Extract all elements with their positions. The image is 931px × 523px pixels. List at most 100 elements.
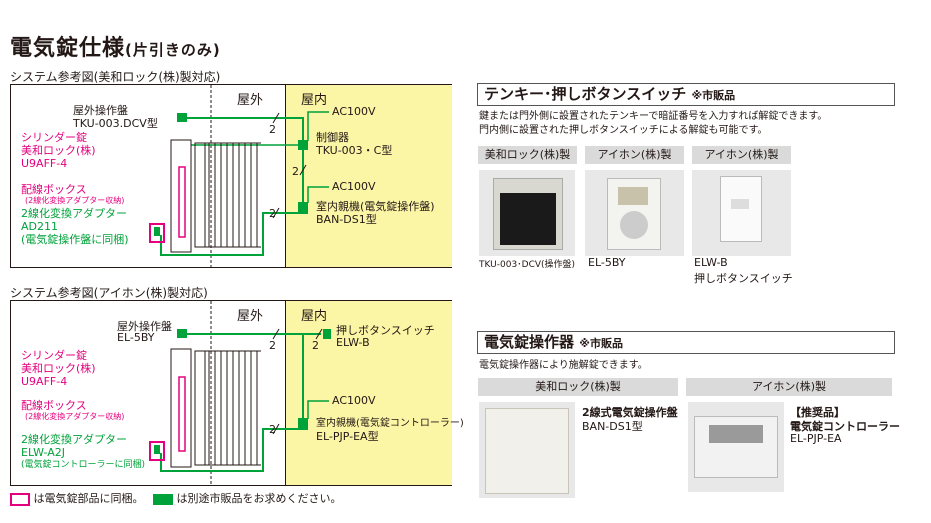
s2-photo-1 [479,402,575,498]
d1-ac1: AC100V [332,105,376,118]
section1-desc: 鍵または門外側に設置されたテンキーで暗証番号を入力すれば解錠できます。 門内側に… [479,110,827,138]
legend-green-swatch [153,493,173,505]
legend-pink-text: は電気錠部品に同梱。 [33,492,144,505]
d1-cylinder: シリンダー錠 美和ロック(株) U9AFF-4 [21,131,96,170]
d1-adapter-l3: (電気錠操作盤に同梱) [21,233,129,246]
d1-indoor-unit-l2: BAN-DS1型 [316,213,377,226]
d1-outdoor-panel-model: TKU-003.DCV型 [73,117,158,130]
section1-note: ※市販品 [691,89,736,102]
legend-pink-swatch [10,492,30,506]
s1-photo-3 [692,170,791,256]
s2-maker-2: アイホン(株)製 [686,378,892,396]
title-sub: (片引きのみ) [125,41,221,59]
s1-maker-2: アイホン(株)製 [585,146,684,164]
d1-cylinder-l3: U9AFF-4 [21,157,68,170]
page-title: 電気錠仕様(片引きのみ) [10,30,221,62]
d2-outdoor-panel-box [177,329,187,338]
d2-wire-count-3: 2 [269,423,276,436]
diagram1-lines [160,85,329,267]
d1-adapter-box [149,223,165,243]
el-pjp-device [694,416,778,478]
section1-desc-l1: 鍵または門外側に設置されたテンキーで暗証番号を入力すれば解錠できます。 [479,111,828,122]
diagram2-outdoor-label: 屋外 [237,309,264,324]
section2-desc: 電気錠操作器により施解錠できます。 [479,360,648,371]
diagram1-heading: システム参考図(美和ロック(株)製対応) [10,70,221,84]
d2-cylinder-l3: U9AFF-4 [21,375,68,388]
legend-green-text: は別途市販品をお求めください。 [176,492,342,505]
d2-cylinder-l1: シリンダー錠 [21,349,87,362]
s2-photo-2 [688,402,784,492]
diagram1-indoor-label: 屋内 [301,93,328,108]
diagram1: 屋外 屋内 屋外操作盤 TKU-003.DCV型 シリンダー錠 美和ロック(株)… [10,84,452,268]
diagram2-heading: システム参考図(アイホン(株)製対応) [10,286,208,300]
legend: は電気錠部品に同梱。 は別途市販品をお求めください。 [10,490,342,506]
elwb-device [720,176,762,242]
section1-heading: テンキー･押しボタンスイッチ ※市販品 [477,83,895,106]
d2-cylinder-l2: 美和ロック(株) [21,362,96,375]
d1-wire-count-2: 2 [292,165,299,178]
s2-caption-2b: 電気錠コントローラー [790,420,900,433]
s1-maker-1: 美和ロック(株)製 [478,146,577,164]
d1-wire-count-1: 2 [269,123,276,136]
section2-title: 電気錠操作器 [484,333,575,351]
d2-wire-count-2: 2 [312,339,319,352]
s1-photo-1 [479,170,575,256]
d2-wiring-note: (2線化変換アダプター収納) [25,412,125,421]
d2-switch-l2: ELW-B [336,336,370,349]
s1-maker-3: アイホン(株)製 [692,146,791,164]
s2-caption-2c: EL-PJP-EA [790,432,842,445]
d1-adapter: 2線化変換アダプター AD211 (電気錠操作盤に同梱) [21,207,129,246]
d2-adapter-box [149,441,165,461]
s1-caption-3a: ELW-B [694,256,728,269]
section2-heading: 電気錠操作器 ※市販品 [477,331,895,354]
section1-desc-l2: 門内側に設置された押しボタンスイッチによる解錠も可能です。 [479,125,768,136]
diagram2-indoor-area [285,301,452,485]
diagram2-indoor-label: 屋内 [301,309,328,324]
d2-switch-l1: 押しボタンスイッチ [336,324,435,337]
d1-adapter-l2: AD211 [21,220,58,233]
d2-switch-box [323,329,331,339]
d2-outdoor-panel-label: 屋外操作盤 [117,320,172,333]
diagram1-outdoor-label: 屋外 [237,93,264,108]
s1-caption-2: EL-5BY [588,256,626,269]
s1-photo-2 [585,170,684,256]
d1-outdoor-panel-label: 屋外操作盤 [73,104,128,117]
section1-title: テンキー･押しボタンスイッチ [484,85,687,103]
d2-adapter-l2: ELW-A2J [21,446,65,459]
d1-controller-l2: TKU-003・C型 [316,144,393,157]
d1-wiring-note: (2線化変換アダプター収納) [25,196,125,205]
d1-ac2: AC100V [332,180,376,193]
s1-caption-3b: 押しボタンスイッチ [694,272,793,285]
d1-controller-l1: 制御器 [316,131,349,144]
s2-maker-1: 美和ロック(株)製 [478,378,678,396]
d2-cylinder: シリンダー錠 美和ロック(株) U9AFF-4 [21,349,96,388]
d2-indoor-unit-box [298,418,308,430]
d2-indoor-unit-l1: 室内親機(電気錠コントローラー) [316,418,464,429]
d1-outdoor-panel-box [177,113,187,122]
diagram2-lines [160,301,329,485]
section2-note: ※市販品 [579,337,623,350]
d2-wire-count-1: 2 [269,339,276,352]
d2-adapter-l1: 2線化変換アダプター [21,433,127,446]
el5by-device [607,178,661,250]
d1-controller-box [298,140,308,150]
d2-adapter-l3: (電気錠コントローラーに同梱) [21,460,146,470]
diagram2: 屋外 屋内 屋外操作盤 EL-5BY 押しボタンスイッチ ELW-B シリンダー… [10,300,464,486]
d1-indoor-unit-l1: 室内親機(電気錠操作盤) [316,200,435,213]
d2-ac: AC100V [332,394,376,407]
title-main: 電気錠仕様 [10,36,126,61]
s2-caption-1b: BAN-DS1型 [582,420,643,433]
s1-caption-1: TKU-003･DCV(操作盤) [479,260,576,270]
d2-indoor-unit-l2: EL-PJP-EA型 [316,430,379,443]
d1-wire-count-3: 2 [269,207,276,220]
d2-wiring-box: 配線ボックス [21,399,87,412]
d1-indoor-unit-box [298,202,308,214]
ban-ds1-device [485,408,569,494]
d2-adapter-inner [154,445,160,454]
d2-adapter: 2線化変換アダプター ELW-A2J (電気錠コントローラーに同梱) [21,433,145,472]
d2-outdoor-panel-model: EL-5BY [117,331,155,344]
d1-cylinder-l2: 美和ロック(株) [21,144,96,157]
s2-caption-1a: 2線式電気錠操作盤 [582,406,678,419]
d1-adapter-inner [154,227,160,236]
keypad-device [493,178,563,250]
